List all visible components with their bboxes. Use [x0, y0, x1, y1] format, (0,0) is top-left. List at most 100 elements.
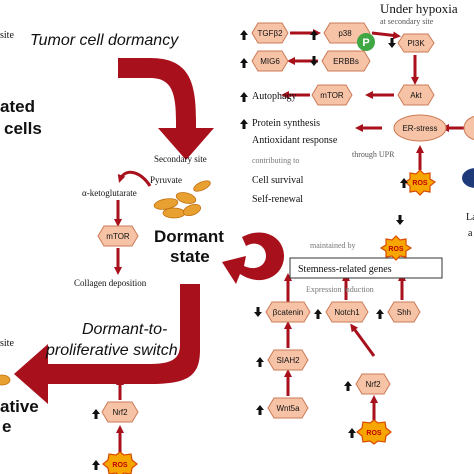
node-er-stress [393, 114, 447, 142]
up-arrow [240, 30, 248, 40]
ros-badges [102, 169, 437, 474]
label-contributing: contributing to [252, 156, 299, 165]
label-secondary-site: Secondary site [154, 154, 207, 164]
cell-left-edge [0, 374, 11, 386]
node-label-erbbs: ERBBs [333, 57, 359, 66]
down-arrow [254, 307, 262, 317]
node-shh [387, 301, 421, 323]
label-ative: ative [0, 397, 39, 416]
label-pyruvate: Pyruvate [150, 175, 182, 185]
cell [182, 203, 202, 217]
ros-label-right: ROS [388, 246, 404, 253]
stemness-box [289, 257, 443, 279]
node-label-er-stress: ER-stress [402, 124, 437, 133]
arrow-nrf2-notch1 [350, 323, 376, 357]
big-arrow-dormancy [118, 58, 214, 160]
small-arrows [114, 29, 466, 454]
curved-arrow-dormant [222, 232, 284, 284]
label-prolif-switch: proliferative switch [45, 342, 178, 359]
up-arrow [240, 92, 248, 102]
node-tgfb2 [251, 22, 289, 44]
node-label-mtor-l: mTOR [106, 232, 130, 241]
up-arrow [376, 309, 384, 319]
up-arrow [240, 119, 248, 129]
label-at-secondary-site: at secondary site [380, 17, 434, 26]
node-label-nrf2-l: Nrf2 [112, 408, 128, 417]
cell [175, 192, 197, 204]
label-ated: ated [0, 97, 35, 116]
arrow-p38-pi3k [371, 31, 401, 40]
node-mig6 [251, 50, 289, 72]
regulation-arrows [92, 30, 408, 470]
node-label-bcatenin: βcatenin [273, 308, 303, 317]
node-label-p38: p38 [338, 29, 352, 38]
phospho-badge [357, 33, 375, 51]
node-wnt5a [267, 397, 309, 419]
label-state: state [170, 247, 210, 266]
label-protein-synthesis: Protein synthesis [252, 118, 320, 129]
label-site-mid: site [0, 338, 14, 349]
up-arrow [256, 357, 264, 367]
up-arrow [344, 381, 352, 391]
node-akt [397, 84, 435, 106]
label-dormant-to: Dormant-to- [82, 321, 167, 338]
label-self-renewal: Self-renewal [252, 194, 303, 205]
down-arrow [388, 38, 396, 48]
node-mtor-l [97, 225, 139, 247]
title-under-hypoxia: Under hypoxia [380, 1, 458, 16]
label-expression: Expression induction [306, 285, 374, 294]
label-autophagy: Autophagy [252, 91, 296, 102]
cell [162, 207, 186, 219]
node-label-wnt5a: Wnt5a [276, 404, 300, 413]
node-pi3k [397, 33, 435, 53]
label-maintained-by: maintained by [310, 241, 356, 250]
label-cells: cells [4, 119, 42, 138]
big-arrow-switch [14, 284, 200, 404]
node-partial-right [463, 115, 474, 141]
node-label-pi3k: PI3K [407, 39, 425, 48]
label-la: La [466, 212, 474, 223]
label-through-upr: through UPR [352, 150, 395, 159]
partial-blue-shape [462, 168, 474, 188]
node-label-mtor-r: mTOR [320, 91, 344, 100]
node-notch1 [325, 301, 369, 323]
ros-badge-left [102, 451, 138, 474]
node-label-tgfb2: TGFβ2 [257, 29, 283, 38]
dormant-cells [0, 180, 211, 386]
pathway-nodes [97, 22, 435, 423]
node-label-akt: Akt [410, 91, 422, 100]
up-arrow [92, 409, 100, 419]
ros-label-nrf2: ROS [366, 430, 382, 437]
label-stemness: Stemness-related genes [298, 264, 392, 275]
label-alpha-kg: α-ketoglutarate [82, 188, 137, 198]
ros-badge-nrf2 [356, 419, 392, 445]
ros-badge-er [403, 169, 437, 196]
down-arrow [310, 56, 318, 66]
node-erbbs [321, 50, 371, 72]
up-arrow [348, 428, 356, 438]
ros-badge-right [379, 235, 413, 261]
node-bcatenin [265, 301, 311, 323]
label-antioxidant: Antioxidant response [252, 135, 338, 146]
node-label-siah2: SIAH2 [276, 356, 300, 365]
node-label-notch1: Notch1 [334, 308, 360, 317]
down-arrow [396, 215, 404, 225]
up-arrow [310, 30, 318, 40]
node-label-shh: Shh [397, 308, 411, 317]
label-cell-survival: Cell survival [252, 175, 304, 186]
label-collagen: Collagen deposition [74, 278, 147, 288]
label-a: a [468, 228, 473, 239]
up-arrow [92, 460, 100, 470]
cell [193, 180, 211, 192]
label-site-top: site [0, 30, 14, 41]
ros-label-left: ROS [112, 462, 128, 469]
node-siah2 [267, 349, 309, 371]
label-e: e [2, 417, 11, 436]
node-mtor-r [311, 84, 353, 106]
up-arrow [240, 58, 248, 68]
up-arrow [256, 405, 264, 415]
up-arrow [400, 178, 408, 188]
node-nrf2-r [355, 373, 391, 395]
node-nrf2-l [101, 401, 139, 423]
